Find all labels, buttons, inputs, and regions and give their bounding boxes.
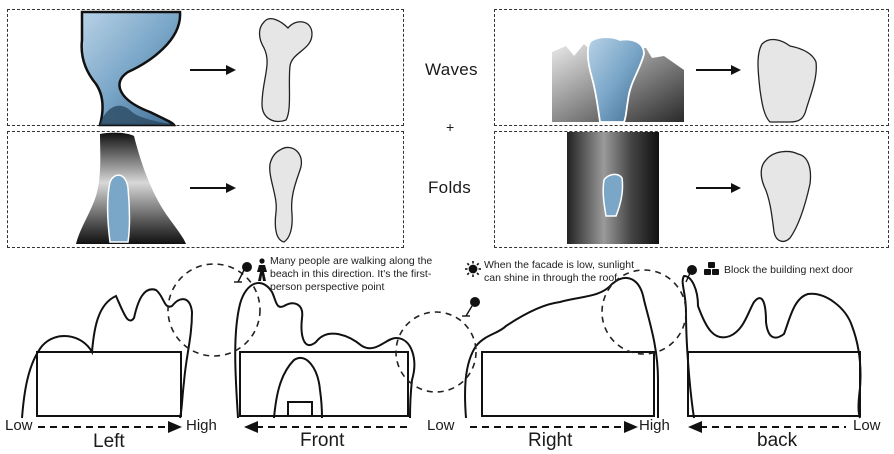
annotation-block: Block the building next door [724,264,853,276]
arrow-right-icon [190,65,236,75]
sun-icon [465,261,481,277]
folds-photo-left [76,132,186,244]
dashed-circle-sun [395,311,477,393]
dashed-circle-block [601,269,687,355]
label-folds: Folds [428,178,472,197]
folds-photo-right [567,132,659,244]
annotation-sun: When the facade is low, sunlight can shi… [484,259,635,284]
label-plus: + [446,119,455,135]
folds-abstract-shape-right [760,150,812,243]
waves-abstract-shape-left [258,18,313,123]
label-waves: Waves [425,60,478,79]
left-elevation-name: Left [93,431,125,452]
right-to-label: High [639,417,670,434]
axis-back-arrow [688,421,846,433]
elevation-left [21,288,194,419]
back-to-label: Low [853,417,881,434]
marker-block [685,265,697,283]
axis-front-arrow [244,421,412,433]
dashed-circle-walker [167,263,261,357]
person-icon [257,258,267,281]
back-elevation-name: back [757,430,798,451]
arrow-right-icon [696,65,741,75]
marker-walker [234,262,252,283]
right-from-label: Low [427,417,455,434]
axis-left-arrow [38,421,182,433]
panel-waves-left [7,9,404,126]
folds-abstract-shape-left [269,146,303,243]
waves-photo-left [80,10,182,127]
blocks-icon [704,262,719,275]
axis-right-arrow [470,421,638,433]
panel-folds-right [494,131,889,248]
waves-photo-right [552,36,684,123]
elevation-right [464,276,659,419]
waves-abstract-shape-right [757,38,817,123]
arrow-right-icon [696,183,741,193]
left-from-label: Low [5,417,33,434]
arrow-right-icon [190,183,236,193]
elevation-front [234,281,416,419]
right-elevation-name: Right [528,430,573,451]
annotation-walker: Many people are walking along the beach … [270,255,433,293]
elevation-back [681,274,862,419]
marker-sun [462,297,480,317]
panel-waves-right [494,9,889,126]
front-elevation-name: Front [300,430,345,451]
left-to-label: High [186,417,217,434]
panel-folds-left [7,131,404,248]
